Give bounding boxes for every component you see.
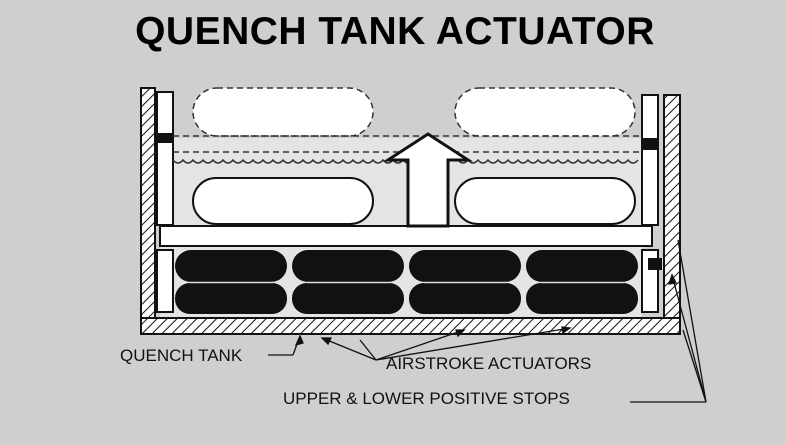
quench-tank — [140, 87, 681, 335]
positive-stops — [157, 133, 662, 270]
actuator — [292, 283, 404, 314]
quench-tank-label: QUENCH TANK — [120, 346, 243, 365]
actuator — [526, 250, 638, 282]
positive-stops-label: UPPER & LOWER POSITIVE STOPS — [283, 389, 570, 408]
upper-stop-right — [642, 138, 658, 150]
parts-lowered — [192, 177, 636, 225]
actuator — [526, 283, 638, 314]
tank-floor — [140, 317, 681, 335]
leader-lines — [268, 239, 707, 403]
lower-stop-right — [648, 258, 662, 270]
tank-right-wall — [663, 94, 681, 329]
actuator — [409, 283, 521, 314]
diagram-title: QUENCH TANK ACTUATOR — [135, 10, 655, 53]
guide-channels — [156, 91, 659, 313]
airstroke-actuators-label: AIRSTROKE ACTUATORS — [386, 354, 592, 373]
raised-position-outline — [173, 87, 642, 153]
lift-platform — [159, 225, 653, 247]
actuator — [175, 250, 287, 282]
upper-stop-left — [157, 133, 173, 143]
tank-left-wall — [140, 87, 156, 329]
up-arrow-icon — [382, 132, 474, 228]
airstroke-actuators — [175, 250, 638, 314]
actuator — [409, 250, 521, 282]
actuator — [292, 250, 404, 282]
water-line — [172, 158, 639, 164]
actuator — [175, 283, 287, 314]
